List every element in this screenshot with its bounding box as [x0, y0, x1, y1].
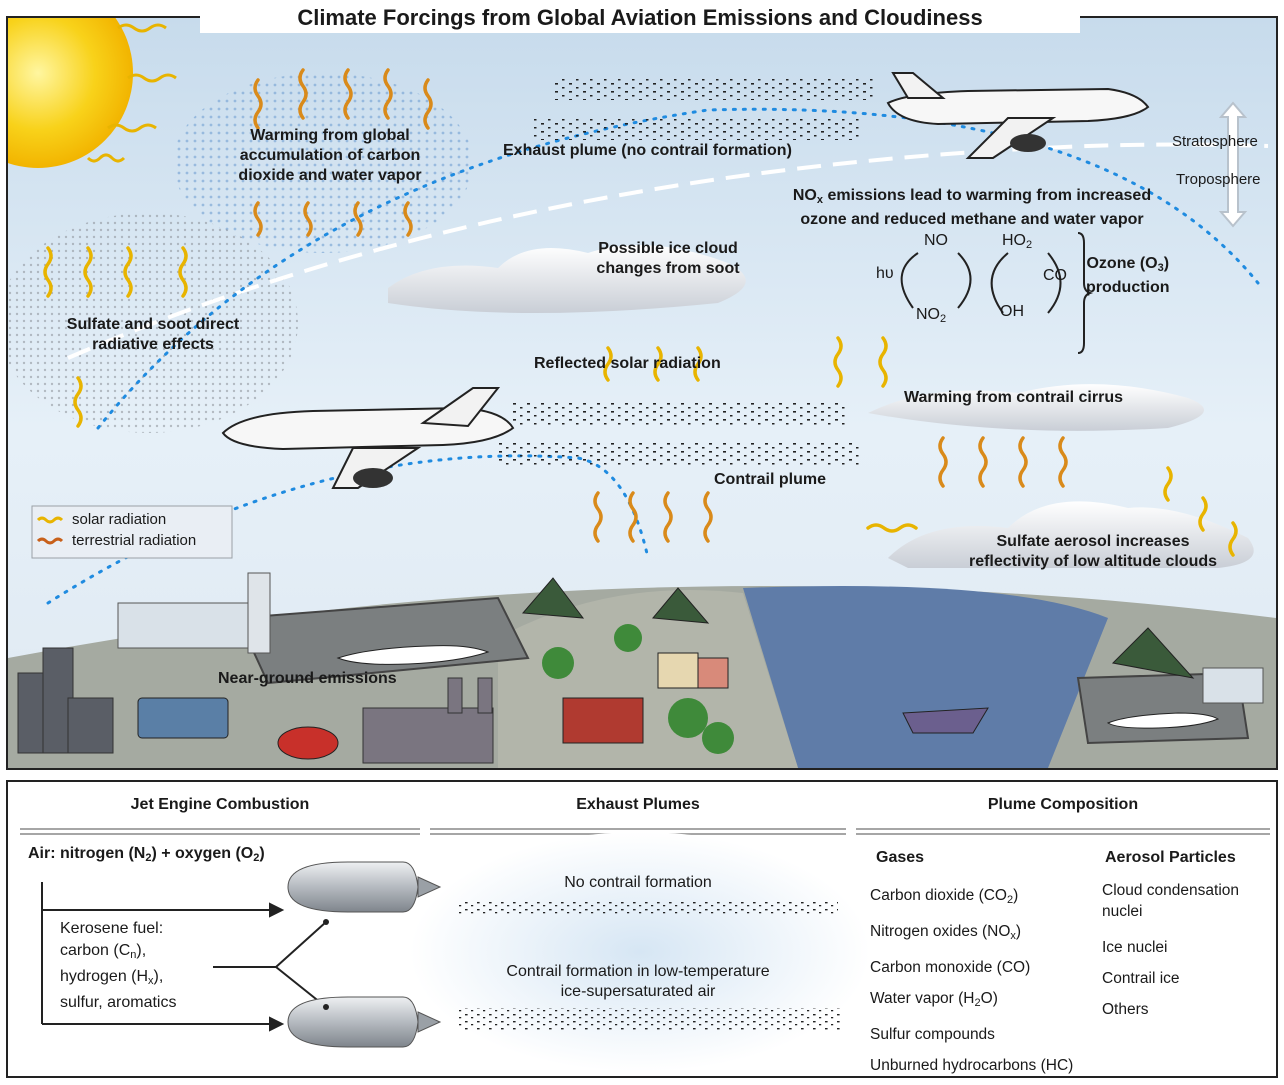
label-troposphere: Troposphere [1176, 171, 1261, 188]
air-label: Air: nitrogen (N2) + oxygen (O2) [28, 845, 265, 864]
chem-no2: NO2 [916, 306, 947, 325]
top-illustration [8, 18, 1276, 768]
sun-icon [8, 18, 133, 168]
label-near-ground: Near-ground emissions [218, 670, 397, 687]
airplane-lower-icon [221, 387, 515, 489]
label-nox-emissions: NOx emissions lead to warming from incre… [792, 187, 1152, 228]
bottom-panel: Jet Engine Combustion Exhaust Plumes Plu… [6, 780, 1278, 1078]
label-contrail-plume: Contrail plume [714, 471, 827, 488]
label-exhaust-plume: Exhaust plume (no contrail formation) [503, 142, 792, 159]
label-ice-cloud: Possible ice cloud changes from soot [596, 240, 740, 277]
label-reflected-solar: Reflected solar radiation [534, 355, 721, 372]
chem-hv: hυ [876, 265, 894, 282]
col2-header: Exhaust Plumes [576, 796, 700, 813]
col1-header: Jet Engine Combustion [130, 796, 310, 813]
legend-solar-label: solar radiation [72, 511, 167, 528]
list-item: Contrail ice [1102, 970, 1180, 987]
gases-header: Gases [876, 849, 925, 866]
list-item: Sulfur compounds [870, 1026, 995, 1043]
list-item: Others [1102, 1001, 1149, 1018]
solar-radiation-legend-icon [36, 516, 64, 524]
aerosol-header: Aerosol Particles [1105, 849, 1236, 866]
bottom-illustration [20, 828, 1270, 1072]
engine-upper-icon [287, 861, 442, 925]
no-contrail-label: No contrail formation [564, 874, 712, 891]
list-item: Nitrogen oxides (NOx) [870, 923, 1022, 942]
fuel-label: Kerosene fuel: carbon (Cn), hydrogen (Hx… [60, 920, 177, 1011]
list-item: Carbon dioxide (CO2) [870, 887, 1019, 906]
top-panel: Warming from global accumulation of carb… [6, 16, 1278, 770]
list-item: Ice nuclei [1102, 939, 1168, 956]
label-sulfate-soot: Sulfate and soot direct radiative effect… [66, 316, 240, 353]
label-contrail-cirrus: Warming from contrail cirrus [904, 389, 1123, 406]
list-item: Unburned hydrocarbons (HC) [870, 1057, 1074, 1074]
terrestrial-radiation-legend-icon [36, 537, 64, 545]
col3-header: Plume Composition [987, 796, 1139, 813]
chem-co: CO [1043, 267, 1067, 284]
engine-lower-icon [287, 996, 442, 1048]
airplane-upper-icon [886, 72, 1150, 159]
list-item: Water vapor (H2O) [870, 990, 998, 1009]
chem-oh: OH [1000, 303, 1024, 320]
label-ozone-production: Ozone (O3) production [1086, 255, 1170, 296]
chem-no: NO [924, 232, 948, 249]
page-title: Climate Forcings from Global Aviation Em… [200, 3, 1080, 33]
list-item: Carbon monoxide (CO) [870, 959, 1031, 976]
legend-terrestrial-label: terrestrial radiation [72, 532, 197, 549]
chem-ho2: HO2 [1002, 232, 1033, 251]
gases-list: Carbon dioxide (CO2) Nitrogen oxides (NO… [870, 880, 1074, 1076]
label-stratosphere: Stratosphere [1172, 133, 1258, 150]
label-warming-global: Warming from global accumulation of carb… [238, 127, 422, 184]
